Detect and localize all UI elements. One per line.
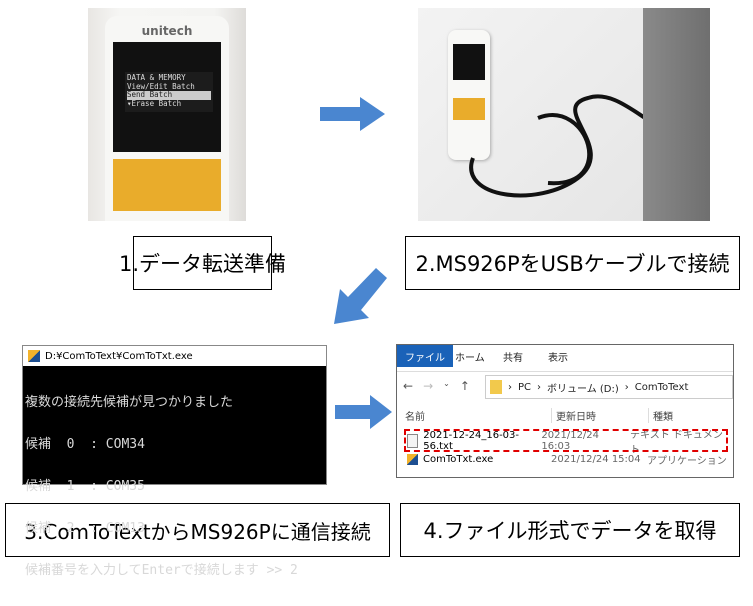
breadcrumb-item[interactable]: PC bbox=[518, 381, 532, 393]
address-bar[interactable]: ›PC ›ボリューム (D:) ›ComToText bbox=[485, 375, 733, 399]
tab-share[interactable]: 共有 bbox=[503, 352, 523, 364]
console-line: 複数の接続先候補が見つかりました bbox=[25, 395, 234, 410]
file-row-highlighted[interactable]: 2021-12-24_16-03-56.txt 2021/12/24 16:03… bbox=[404, 429, 728, 456]
recent-icon[interactable]: ⌄ bbox=[443, 379, 450, 388]
tab-file[interactable]: ファイル bbox=[397, 345, 453, 367]
arrow-right-icon bbox=[335, 395, 392, 429]
back-icon[interactable]: ← bbox=[403, 379, 414, 393]
lcd-menu: DATA & MEMORY View/Edit Batch Send Batch… bbox=[125, 72, 213, 112]
exe-file-icon bbox=[407, 454, 418, 465]
console-line: 候補番号を入力してEnterで接続します >> 2 bbox=[25, 563, 298, 578]
text-file-icon bbox=[407, 433, 419, 448]
arrow-right-icon bbox=[320, 97, 385, 131]
scanner-photo: unitech DATA & MEMORY View/Edit Batch Se… bbox=[88, 8, 246, 221]
breadcrumb-item[interactable]: ComToText bbox=[634, 381, 689, 393]
file-type: アプリケーション bbox=[647, 456, 727, 467]
column-type[interactable]: 種類 bbox=[648, 408, 673, 423]
console-line: 候補 1 : COM35 bbox=[25, 479, 145, 494]
column-date[interactable]: 更新日時 bbox=[551, 408, 648, 423]
brand-logo: unitech bbox=[141, 24, 193, 38]
console-window: D:¥ComToText¥ComToTxt.exe 複数の接続先候補が見つかりま… bbox=[22, 345, 327, 578]
lcd-line-selected: Send Batch bbox=[127, 90, 211, 100]
scan-button bbox=[113, 159, 221, 211]
console-title-bar: D:¥ComToText¥ComToTxt.exe bbox=[23, 346, 326, 366]
console-title: D:¥ComToText¥ComToTxt.exe bbox=[45, 350, 193, 362]
step-4-label: 4.ファイル形式でデータを取得 bbox=[400, 503, 740, 557]
up-icon[interactable]: ↑ bbox=[459, 379, 470, 393]
file-row[interactable]: ComToTxt.exe 2021/12/24 15:04 アプリケーション bbox=[407, 451, 729, 468]
app-icon bbox=[28, 350, 40, 362]
arrow-down-left-icon bbox=[334, 268, 387, 324]
console-line: 候補 0 : COM34 bbox=[25, 437, 145, 452]
folder-icon bbox=[490, 380, 502, 394]
column-name[interactable]: 名前 bbox=[405, 412, 425, 423]
file-date: 2021/12/24 16:03 bbox=[541, 429, 600, 452]
file-type: テキスト ドキュメント bbox=[630, 429, 723, 456]
tab-view[interactable]: 表示 bbox=[548, 352, 568, 364]
breadcrumb-item[interactable]: ボリューム (D:) bbox=[547, 383, 619, 395]
tab-home[interactable]: ホーム bbox=[455, 352, 485, 364]
laptop bbox=[643, 8, 710, 221]
lcd-line: View/Edit Batch bbox=[127, 81, 195, 91]
lcd-line: ▾Erase Batch bbox=[127, 98, 182, 108]
forward-icon[interactable]: → bbox=[423, 379, 434, 393]
file-explorer: ファイル ホーム 共有 表示 ← → ⌄ ↑ ›PC ›ボリューム (D:) ›… bbox=[396, 344, 734, 478]
step-2-label: 2.MS926PをUSBケーブルで接続 bbox=[405, 236, 740, 290]
step-1-label: 1.データ転送準備 bbox=[119, 236, 286, 290]
file-name: 2021-12-24_16-03-56.txt bbox=[423, 429, 520, 452]
scanner-device: unitech DATA & MEMORY View/Edit Batch Se… bbox=[105, 16, 229, 221]
console-output: 複数の接続先候補が見つかりました 候補 0 : COM34 候補 1 : COM… bbox=[25, 368, 298, 606]
arrows bbox=[320, 97, 392, 429]
file-name: ComToTxt.exe bbox=[423, 454, 494, 465]
step-3-label: 3.ComToTextからMS926Pに通信接続 bbox=[5, 503, 390, 557]
lcd-line: DATA & MEMORY bbox=[127, 73, 186, 82]
file-date: 2021/12/24 15:04 bbox=[551, 454, 641, 465]
console-line: 候補 2 : COM13 bbox=[25, 521, 145, 536]
device-screen: DATA & MEMORY View/Edit Batch Send Batch… bbox=[113, 42, 221, 152]
usb-connection-photo bbox=[418, 8, 710, 221]
scanner-device bbox=[448, 30, 490, 160]
